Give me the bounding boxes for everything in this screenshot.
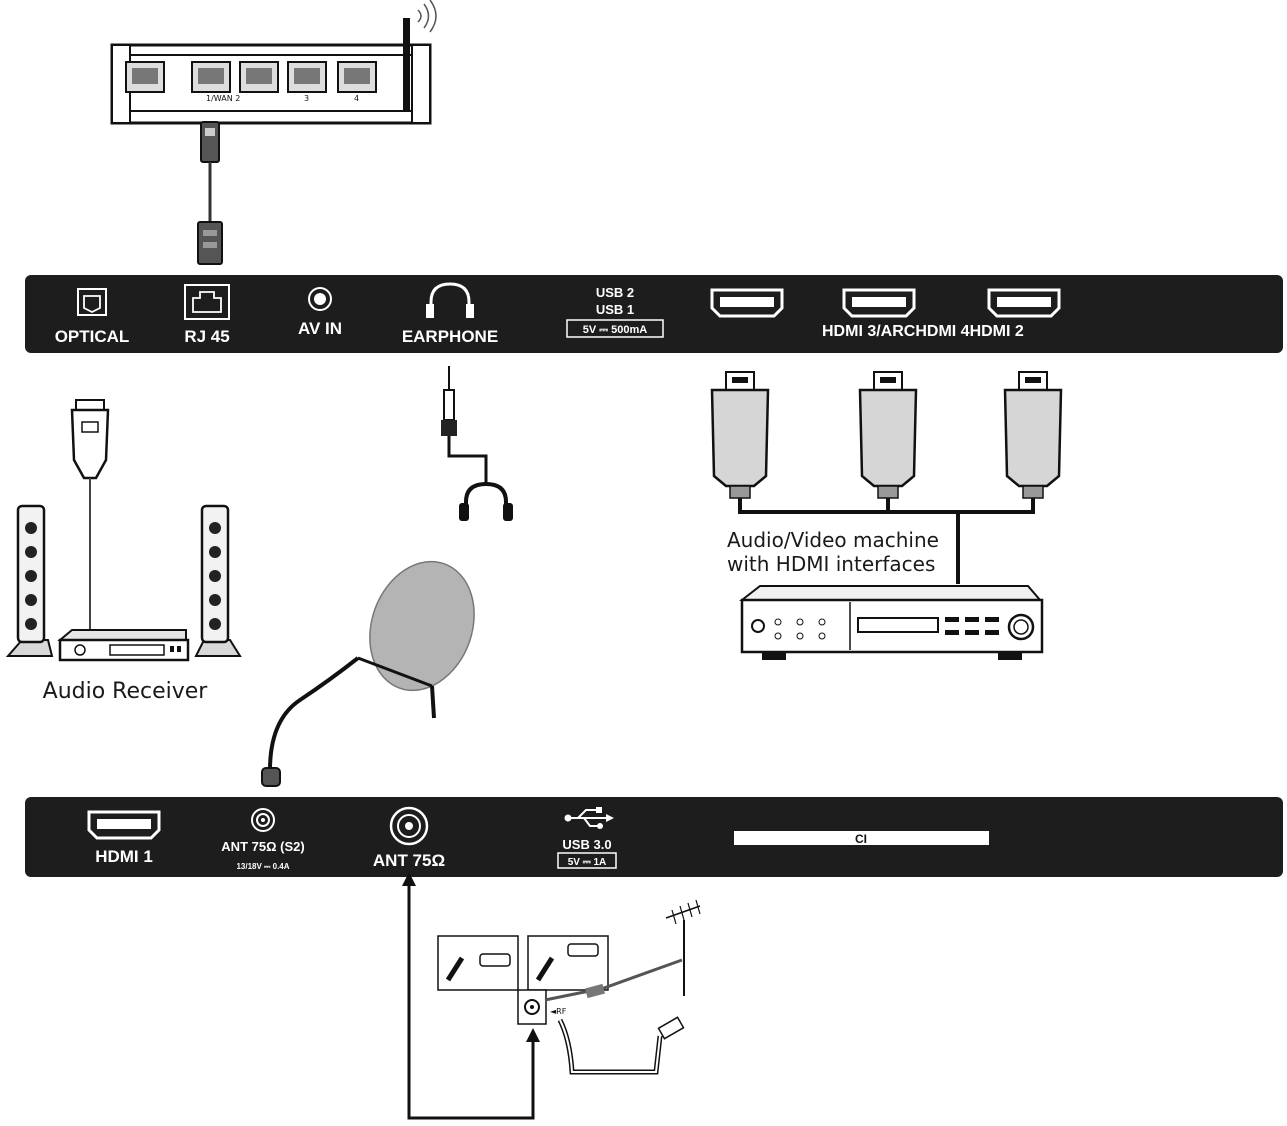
optical-port-icon xyxy=(77,288,107,316)
hdmi-ports-label: HDMI 3/ARCHDMI 4HDMI 2 xyxy=(822,323,1024,340)
hdmi-port-icon xyxy=(87,810,161,840)
router-port-wan xyxy=(125,61,165,93)
router-port-label-1: 1/WAN 2 xyxy=(206,94,240,103)
earphone-cable xyxy=(441,366,488,484)
rj45-port-icon xyxy=(184,284,230,320)
optical-cable xyxy=(70,399,110,632)
usb-icon xyxy=(564,807,614,829)
ant-s2-power-label: 13/18V ⎓ 0.4A xyxy=(236,862,289,871)
usb-power-label: 5V ⎓ 500mA xyxy=(583,324,647,336)
router-port-label-3: 3 xyxy=(304,94,309,103)
antenna-feed-arrows xyxy=(402,872,540,1120)
router-port-3 xyxy=(287,61,327,93)
router: 1/WAN 2 3 4 xyxy=(110,0,437,125)
av-in-jack-icon xyxy=(308,287,332,311)
ant-label: ANT 75Ω xyxy=(373,851,445,870)
usb3-power-label: 5V ⎓ 1A xyxy=(568,857,607,868)
earphone-icon xyxy=(426,282,474,318)
ci-label: CI xyxy=(855,832,867,846)
ci-slot xyxy=(734,831,989,845)
antenna-port-icon xyxy=(389,806,429,846)
headphones-icon xyxy=(459,481,513,521)
ant-s2-label: ANT 75Ω (S2) xyxy=(221,839,304,854)
av-machine-device xyxy=(739,585,1044,660)
hdmi-cable-3 xyxy=(1003,371,1063,499)
ethernet-cable xyxy=(197,121,223,265)
hdmi1-label: HDMI 1 xyxy=(95,847,153,866)
speaker-right xyxy=(194,504,242,657)
rf-label: ◄RF xyxy=(550,1007,567,1016)
satellite-antenna-port-icon xyxy=(251,808,275,832)
bottom-connector-panel: HDMI 1 ANT 75Ω (S2) 13/18V ⎓ 0.4A ANT 75… xyxy=(25,797,1283,877)
router-port-2 xyxy=(239,61,279,93)
router-antenna xyxy=(403,18,410,110)
hdmi-cable-2 xyxy=(858,371,918,499)
usb1-label: USB 1 xyxy=(596,302,634,317)
hdmi-cable-1 xyxy=(710,371,770,499)
earphone-label: EARPHONE xyxy=(402,327,498,346)
wall-socket xyxy=(517,989,547,1025)
aerial-antenna-icon xyxy=(665,899,701,925)
wifi-waves-icon xyxy=(417,0,437,33)
router-port-1 xyxy=(191,61,231,93)
audio-receiver-device xyxy=(57,629,190,662)
hdmi-port-icon xyxy=(842,288,916,318)
usb-power-box xyxy=(566,319,664,338)
audio-receiver-label: Audio Receiver xyxy=(43,679,209,704)
top-connector-panel: OPTICAL RJ 45 AV IN EARPHONE USB 2 USB 1… xyxy=(25,275,1283,353)
av-in-label: AV IN xyxy=(298,319,342,338)
usb2-label: USB 2 xyxy=(596,285,634,300)
av-machine-label-1: Audio/Video machine xyxy=(727,528,939,552)
antenna-inset: ◄RF xyxy=(437,899,701,1075)
usb3-power-box xyxy=(557,852,617,869)
hdmi-port-icon xyxy=(987,288,1061,318)
usb3-label: USB 3.0 xyxy=(562,837,611,852)
hdmi-port-icon xyxy=(710,288,784,318)
av-machine-label-2: with HDMI interfaces xyxy=(727,552,935,576)
router-port-label-4: 4 xyxy=(354,94,359,103)
rj45-label: RJ 45 xyxy=(184,327,229,346)
router-port-4 xyxy=(337,61,377,93)
optical-label: OPTICAL xyxy=(55,327,130,346)
hdmi-cable-bundle xyxy=(738,498,1035,584)
satellite-dish xyxy=(261,560,475,787)
speaker-left xyxy=(5,504,54,657)
